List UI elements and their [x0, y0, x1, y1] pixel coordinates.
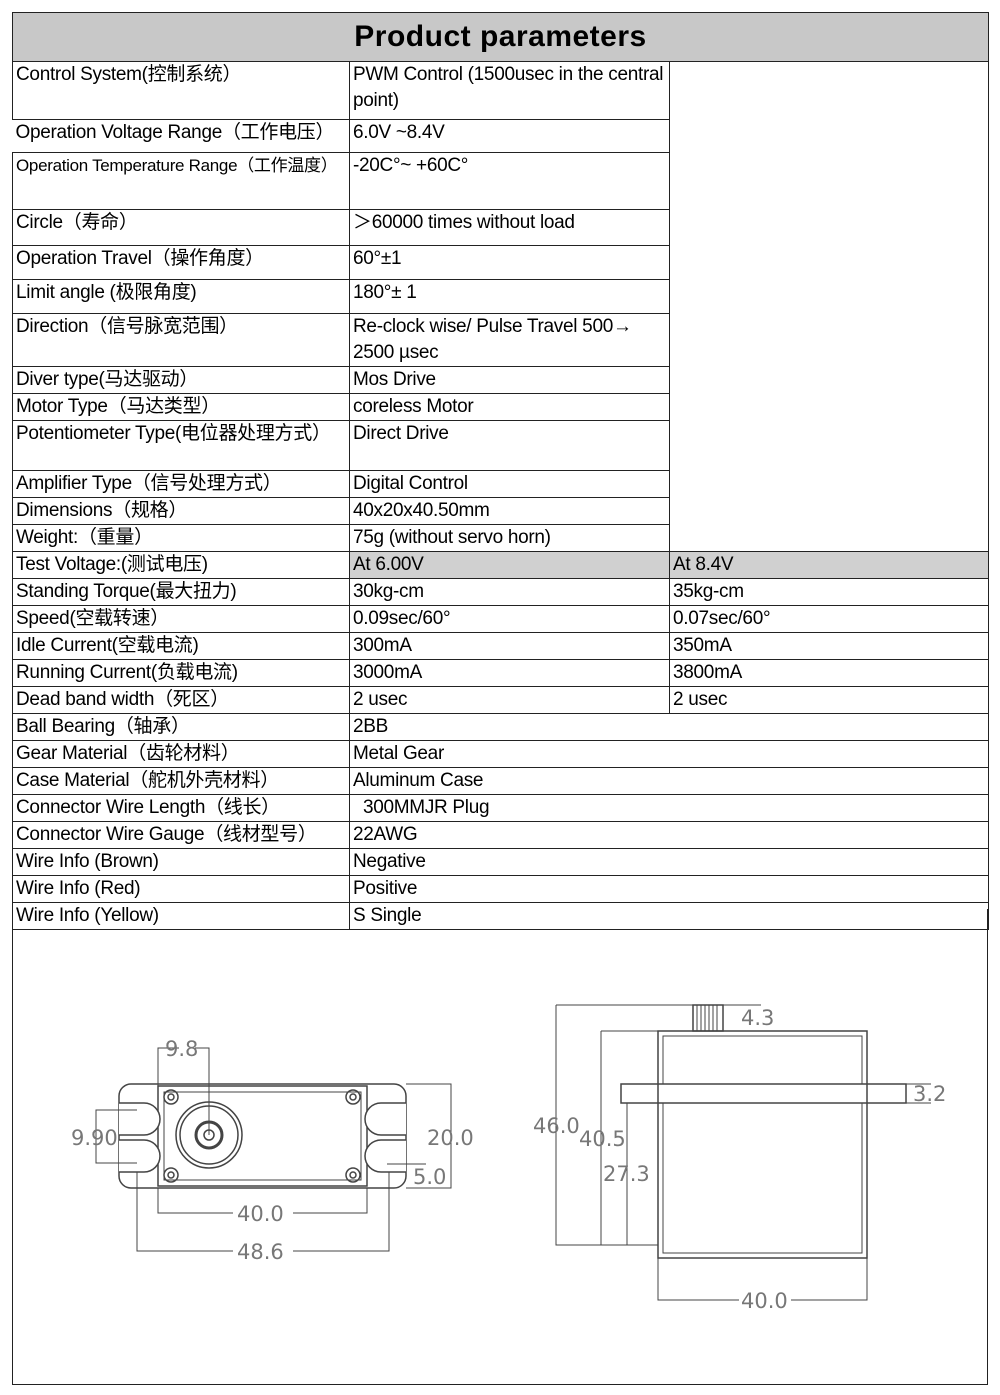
param-label: Connector Wire Length（线长）: [12, 794, 350, 822]
param-value: -20C°~ +60C°: [349, 152, 670, 210]
param-label: Operation Voltage Range（工作电压）: [15, 122, 335, 143]
test-label: Dead band width（死区）: [12, 686, 350, 714]
dim-height: 20.0: [427, 1126, 474, 1150]
param-value: 180°± 1: [349, 279, 670, 314]
param-label: Control System(控制系统）: [12, 61, 350, 120]
test-value-8v4: 2 usec: [669, 686, 989, 714]
param-value: ＞60000 times without load: [349, 209, 670, 246]
param-label: Case Material（舵机外壳材料）: [12, 767, 350, 795]
param-label: Limit angle (极限角度): [12, 279, 350, 314]
empty-cell: [669, 61, 989, 552]
dim-horn-offset: 9.8: [165, 1037, 198, 1061]
dim-lower-height: 27.3: [603, 1162, 650, 1186]
param-label: Diver type(马达驱动）: [12, 366, 350, 394]
table-title: Product parameters: [12, 12, 989, 62]
dim-ear-hole: 5.0: [413, 1165, 446, 1189]
param-value: coreless Motor: [349, 393, 670, 421]
screw-icon: [163, 1089, 179, 1105]
screw-icon: [345, 1167, 361, 1183]
param-value: 2BB: [349, 713, 989, 741]
test-label: Speed(空载转速）: [12, 605, 350, 633]
param-label: Wire Info (Brown): [12, 848, 350, 876]
param-label: Circle（寿命）: [12, 209, 350, 246]
param-label: Gear Material（齿轮材料）: [12, 740, 350, 768]
test-value-6v: 30kg-cm: [349, 578, 670, 606]
param-label: Ball Bearing（轴承）: [12, 713, 350, 741]
param-value: 40x20x40.50mm: [349, 497, 670, 525]
test-value-8v4: 350mA: [669, 632, 989, 660]
parameters-table: Product parameters Control System(控制系统）P…: [12, 12, 989, 930]
param-value: 22AWG: [349, 821, 989, 849]
dim-total-height: 46.0: [533, 1114, 580, 1138]
dimension-drawing: 9.8 9.90 20.0 5.0 40.0 48.6 4.3 3.2 46.0…: [12, 909, 988, 1385]
dim-width: 40.0: [741, 1289, 788, 1313]
param-label: Dimensions（规格）: [12, 497, 350, 525]
param-label: Motor Type（马达类型）: [12, 393, 350, 421]
screw-icon: [163, 1167, 179, 1183]
test-value-8v4: At 8.4V: [669, 551, 989, 579]
dim-hole-spacing: 9.90: [71, 1126, 118, 1150]
param-label: Weight:（重量）: [12, 524, 350, 552]
servo-top-view: [95, 1047, 452, 1252]
param-value: PWM Control (1500usec in the central poi…: [349, 61, 670, 120]
screw-icon: [345, 1089, 361, 1105]
test-label: Running Current(负载电流): [12, 659, 350, 687]
param-label: Direction（信号脉宽范围）: [12, 313, 350, 367]
param-label: Operation Travel（操作角度）: [12, 245, 350, 280]
param-value: 6.0V ~8.4V: [349, 119, 670, 153]
param-label: Amplifier Type（信号处理方式）: [12, 470, 350, 498]
param-label: Wire Info (Red): [12, 875, 350, 903]
dim-body-length: 40.0: [237, 1202, 284, 1226]
test-value-6v: 2 usec: [349, 686, 670, 714]
param-label: Wire Info (Yellow): [12, 902, 350, 930]
test-value-6v: At 6.00V: [349, 551, 670, 579]
param-value: Metal Gear: [349, 740, 989, 768]
test-value-8v4: 35kg-cm: [669, 578, 989, 606]
test-value-8v4: 0.07sec/60°: [669, 605, 989, 633]
dim-flange-thickness: 3.2: [913, 1082, 946, 1106]
param-value: S Single: [349, 902, 989, 930]
param-value: Mos Drive: [349, 366, 670, 394]
param-value: 75g (without servo horn): [349, 524, 670, 552]
test-value-6v: 300mA: [349, 632, 670, 660]
param-label: Potentiometer Type(电位器处理方式）: [12, 420, 350, 471]
param-value: Aluminum Case: [349, 767, 989, 795]
param-value: Positive: [349, 875, 989, 903]
param-value: 60°±1: [349, 245, 670, 280]
test-value-8v4: 3800mA: [669, 659, 989, 687]
param-value: Re-clock wise/ Pulse Travel 500→ 2500 µs…: [349, 313, 670, 367]
param-label: Operation Temperature Range（工作温度）: [12, 152, 350, 210]
test-value-6v: 0.09sec/60°: [349, 605, 670, 633]
dim-spline-height: 4.3: [741, 1006, 774, 1030]
dim-overall-length: 48.6: [237, 1240, 284, 1264]
param-value: Negative: [349, 848, 989, 876]
param-value: Digital Control: [349, 470, 670, 498]
dim-body-height: 40.5: [579, 1127, 626, 1151]
test-value-6v: 3000mA: [349, 659, 670, 687]
test-label: Idle Current(空载电流): [12, 632, 350, 660]
param-value: 300MMJR Plug: [349, 794, 989, 822]
param-value: Direct Drive: [349, 420, 670, 471]
servo-side-view: [555, 1004, 931, 1301]
test-label: Standing Torque(最大扭力): [12, 578, 350, 606]
param-label: Connector Wire Gauge（线材型号）: [12, 821, 350, 849]
test-label: Test Voltage:(测试电压): [12, 551, 350, 579]
